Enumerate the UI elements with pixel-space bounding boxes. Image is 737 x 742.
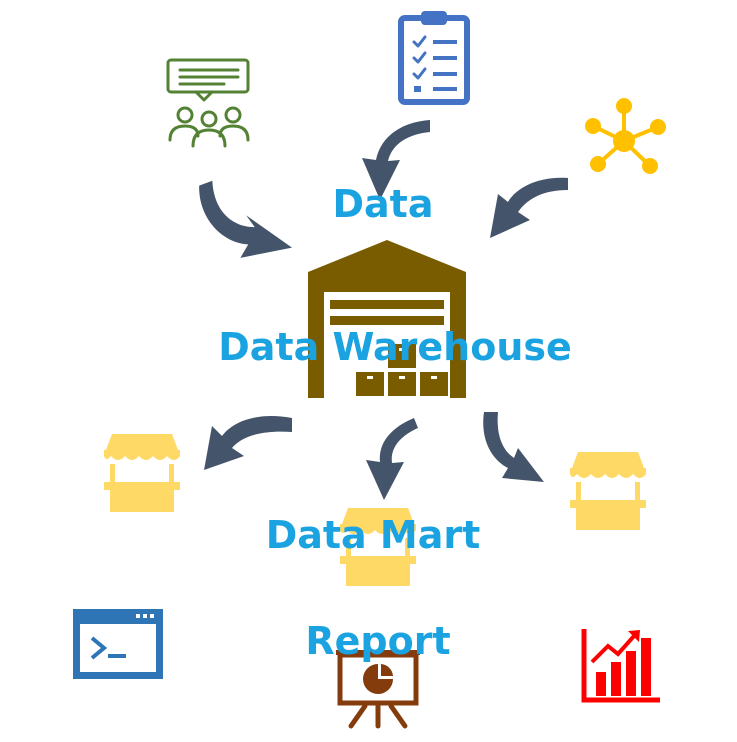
warehouse-label: Data Warehouse (218, 325, 572, 369)
warehouse-icon (308, 240, 466, 398)
arrow-network-to-warehouse (490, 177, 568, 238)
data-mart-label: Data Mart (265, 513, 481, 557)
data-label: Data (332, 182, 434, 226)
meeting-icon (166, 58, 250, 148)
arrow-warehouse-to-mart-right (483, 412, 544, 482)
storefront-icon (104, 434, 180, 512)
presentation-icon (336, 650, 420, 729)
arrow-checklist-to-warehouse (362, 120, 430, 200)
growth-chart-icon (581, 629, 660, 703)
storefront-icon (570, 452, 646, 530)
terminal-icon (73, 609, 163, 679)
arrow-warehouse-to-mart-left (204, 416, 292, 470)
checklist-icon (398, 11, 470, 105)
network-icon (585, 98, 666, 174)
arrow-warehouse-to-mart-center (366, 418, 418, 500)
report-label: Report (305, 619, 451, 663)
arrow-meeting-to-warehouse (199, 180, 292, 258)
